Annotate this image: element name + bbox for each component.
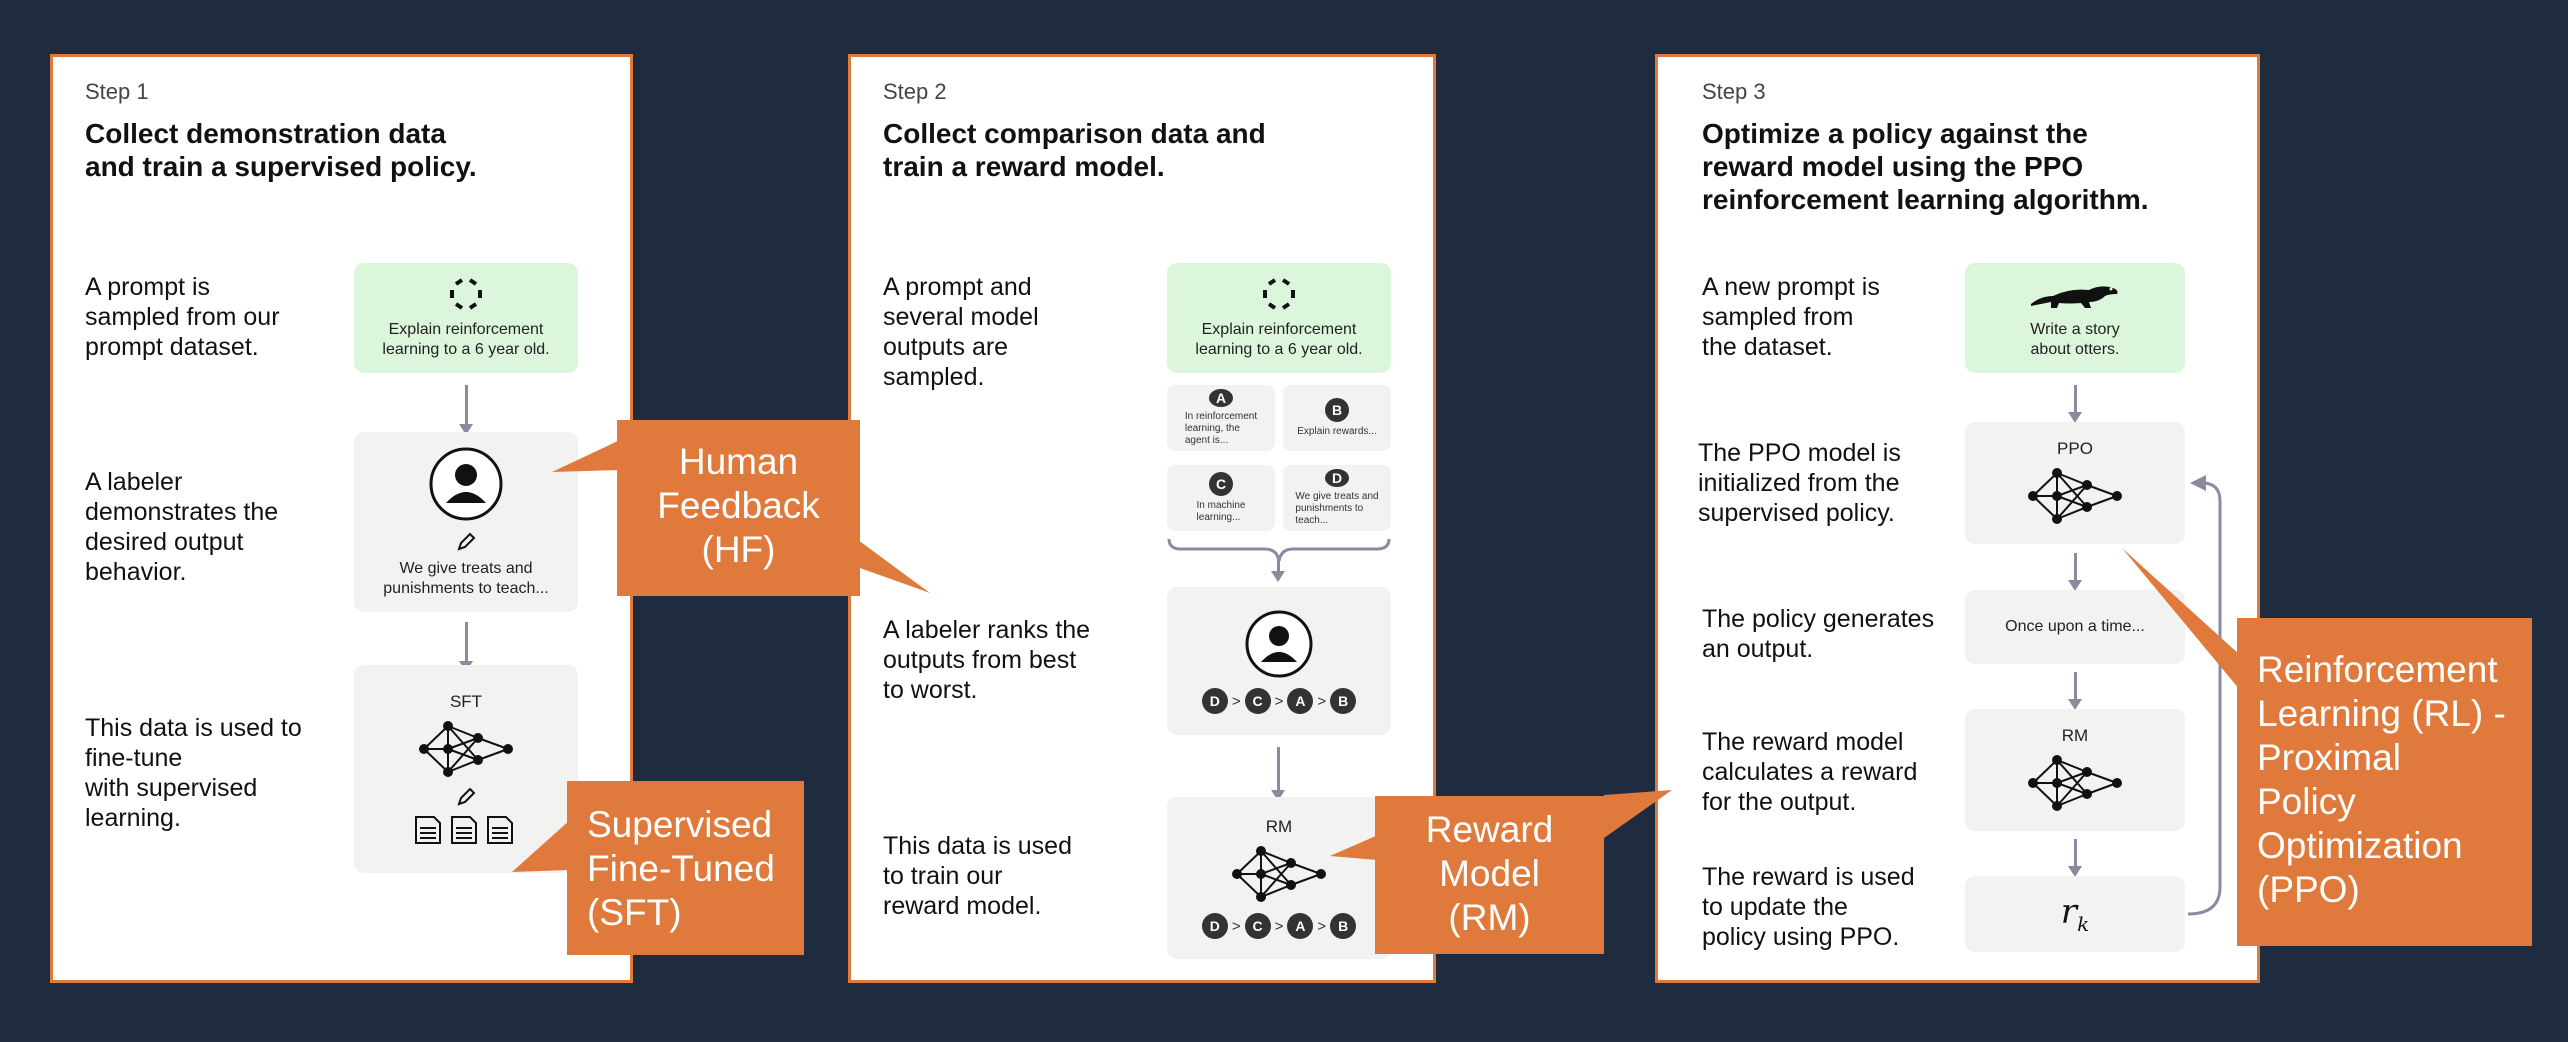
step2-arrow-1 [1271, 560, 1285, 582]
step1-demo-text: We give treats and punishments to teach.… [383, 560, 549, 597]
step3-rm-box: RM [1965, 709, 2185, 831]
reward-r: r [2060, 892, 2078, 933]
rank-sep: > [1274, 692, 1284, 710]
rank-sep: > [1317, 692, 1327, 710]
neural-network-icon [2028, 755, 2122, 811]
step2-heading: Collect comparison data and train a rewa… [883, 118, 1266, 182]
reward-k: k [2077, 911, 2090, 936]
output-c: C In machine learning... [1167, 465, 1275, 531]
step2-model-label: RM [1265, 817, 1293, 836]
rank-sep: > [1231, 692, 1241, 710]
neural-network-icon [419, 721, 513, 777]
step3-heading: Optimize a policy against the reward mod… [1702, 118, 2149, 215]
step3-desc-init: The PPO model is initialized from the su… [1698, 439, 1901, 527]
step1-label: Step 1 [85, 79, 149, 104]
output-c-letter: C [1209, 472, 1233, 496]
step3-label: Step 3 [1702, 79, 1766, 104]
output-c-text: In machine learning... [1196, 500, 1246, 523]
step3-arrow-4 [2068, 839, 2082, 877]
output-b-text: Explain rewards... [1297, 426, 1377, 437]
step1-labeler-box: We give treats and punishments to teach.… [354, 432, 578, 612]
rm-rank-4: B [1330, 913, 1357, 939]
step1-arrow-1 [459, 385, 473, 435]
rank-1: D [1201, 688, 1228, 714]
cycle-icon [1263, 278, 1295, 310]
step3-output-box: Once upon a time... [1965, 590, 2185, 664]
output-a: A In reinforcement learning, the agent i… [1167, 385, 1275, 451]
step3-desc-reward: The reward model calculates a reward for… [1702, 728, 1918, 816]
callout-rm: Reward Model (RM) [1375, 796, 1604, 954]
step3-prompt-box: Write a story about otters. [1965, 263, 2185, 373]
step1-prompt-box: Explain reinforcement learning to a 6 ye… [354, 263, 578, 373]
step1-heading: Collect demonstration data and train a s… [85, 118, 477, 182]
step3-desc-update: The reward is used to update the policy … [1702, 863, 1915, 951]
rank-3: A [1287, 688, 1314, 714]
step1-prompt-text: Explain reinforcement learning to a 6 ye… [382, 321, 550, 358]
rank-4: B [1330, 688, 1357, 714]
labeler-icon [429, 447, 503, 521]
step3-panel: Step 3 Optimize a policy against the rew… [1655, 54, 2260, 983]
step2-arrow-2 [1271, 747, 1285, 801]
step3-arrow-2 [2068, 553, 2082, 591]
labeler-icon [1245, 610, 1313, 678]
rm-rank-2: C [1244, 913, 1271, 939]
output-a-text: In reinforcement learning, the agent is.… [1184, 411, 1258, 446]
step3-arrow-1 [2068, 385, 2082, 423]
output-d-letter: D [1325, 469, 1349, 487]
step2-rm-box: RM D > C > A > B [1167, 797, 1391, 959]
step3-reward-box: rk [1965, 876, 2185, 952]
callout-hf: Human Feedback (HF) [617, 420, 860, 596]
step3-desc-generate: The policy generates an output. [1702, 605, 1935, 663]
pencil-icon [457, 787, 476, 806]
step1-desc-prompt: A prompt is sampled from our prompt data… [85, 273, 280, 361]
feedback-loop-arrow [2187, 475, 2222, 916]
step1-desc-finetune: This data is used to fine-tune with supe… [85, 714, 302, 832]
step3-prompt-text: Write a story about otters. [2030, 321, 2120, 358]
step1-desc-labeler: A labeler demonstrates the desired outpu… [85, 468, 279, 586]
neural-network-icon [1232, 846, 1326, 902]
step3-ppo-label: PPO [2057, 439, 2093, 458]
step2-desc-rank: A labeler ranks the outputs from best to… [883, 616, 1091, 704]
rm-rank-1: D [1201, 913, 1228, 939]
callout-sft: Supervised Fine-Tuned (SFT) [567, 781, 804, 955]
rank-sep: > [1317, 917, 1327, 935]
output-b-letter: B [1325, 398, 1349, 422]
step2-desc-train: This data is used to train our reward mo… [883, 832, 1072, 920]
callout-ppo: Reinforcement Learning (RL) - Proximal P… [2237, 618, 2532, 946]
step2-prompt-box: Explain reinforcement learning to a 6 ye… [1167, 263, 1391, 373]
step1-panel: Step 1 Collect demonstration data and tr… [50, 54, 633, 983]
step3-rm-label: RM [2061, 726, 2089, 745]
step1-model-label: SFT [449, 692, 483, 711]
rm-rank-3: A [1287, 913, 1314, 939]
documents-icon [415, 816, 513, 844]
otter-icon [2031, 286, 2118, 308]
step3-arrow-3 [2068, 672, 2082, 710]
output-a-letter: A [1209, 389, 1233, 407]
step2-prompt-text: Explain reinforcement learning to a 6 ye… [1195, 321, 1363, 358]
rank-sep: > [1274, 917, 1284, 935]
reward-symbol: rk [2061, 892, 2089, 936]
rank-sep: > [1231, 917, 1241, 935]
output-d-text: We give treats and punishments to teach.… [1295, 491, 1379, 526]
step3-desc-prompt: A new prompt is sampled from the dataset… [1702, 273, 1880, 361]
ranking-row: D > C > A > B [1201, 688, 1357, 714]
output-b: B Explain rewards... [1283, 385, 1391, 451]
output-d: D We give treats and punishments to teac… [1283, 465, 1391, 531]
step3-output-text: Once upon a time... [2005, 618, 2145, 635]
neural-network-icon [2028, 468, 2122, 524]
rm-ranking-row: D > C > A > B [1201, 913, 1357, 939]
step2-labeler-box: D > C > A > B [1167, 587, 1391, 735]
step1-sft-box: SFT [354, 665, 578, 873]
step2-desc-sample: A prompt and several model outputs are s… [883, 273, 1039, 391]
step2-panel: Step 2 Collect comparison data and train… [848, 54, 1436, 983]
pencil-icon [457, 532, 476, 551]
cycle-icon [450, 278, 482, 310]
rank-2: C [1244, 688, 1271, 714]
step2-label: Step 2 [883, 79, 947, 104]
step3-ppo-box: PPO [1965, 422, 2185, 544]
